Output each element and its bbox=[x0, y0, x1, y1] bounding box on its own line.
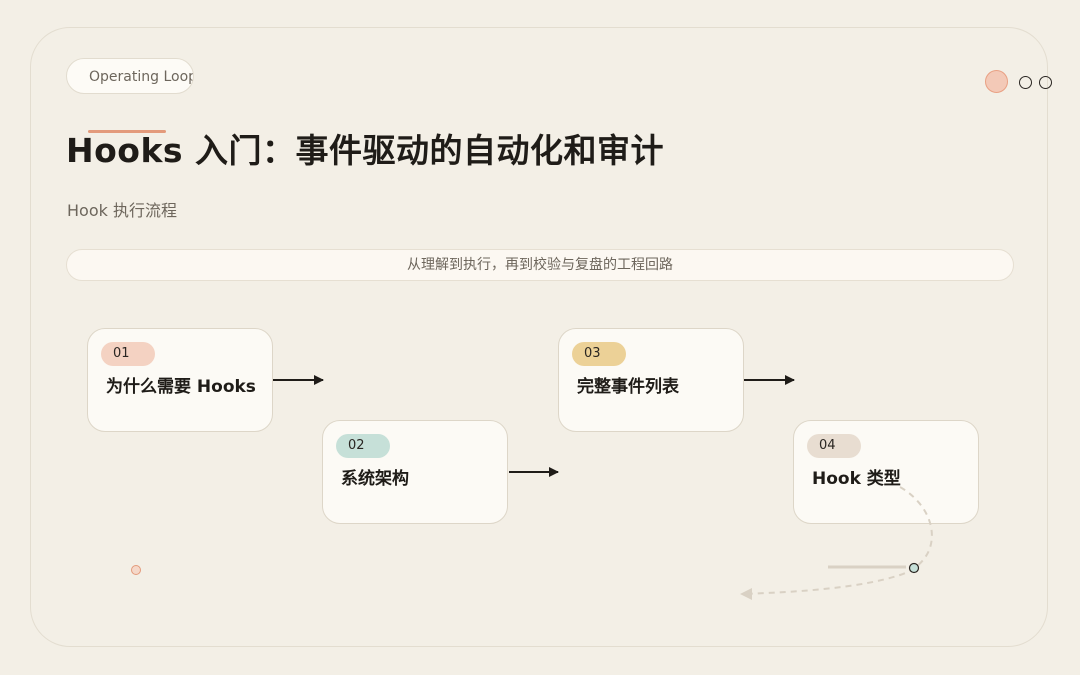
page-title: Hooks 入门：事件驱动的自动化和审计 bbox=[66, 131, 665, 170]
decorative-dot-large bbox=[985, 70, 1008, 93]
section-tag: Operating Loop bbox=[66, 58, 194, 94]
flow-banner: 从理解到执行，再到校验与复盘的工程回路 bbox=[66, 249, 1014, 281]
step-number-badge: 03 bbox=[572, 342, 626, 366]
decorative-ring-2 bbox=[1039, 76, 1052, 89]
step-label: 为什么需要 Hooks bbox=[106, 377, 256, 397]
step-label: Hook 类型 bbox=[812, 469, 901, 489]
step-card-4: 04 Hook 类型 bbox=[793, 420, 979, 524]
decorative-ring-1 bbox=[1019, 76, 1032, 89]
step-label: 完整事件列表 bbox=[577, 377, 679, 397]
step-number-badge: 02 bbox=[336, 434, 390, 458]
step-card-2: 02 系统架构 bbox=[322, 420, 508, 524]
step-label: 系统架构 bbox=[341, 469, 409, 489]
title-accent-line bbox=[88, 130, 166, 133]
step-number-badge: 04 bbox=[807, 434, 861, 458]
page-subtitle: Hook 执行流程 bbox=[67, 201, 177, 220]
step-card-3: 03 完整事件列表 bbox=[558, 328, 744, 432]
decorative-dot-small bbox=[131, 565, 141, 575]
step-card-1: 01 为什么需要 Hooks bbox=[87, 328, 273, 432]
step-number-badge: 01 bbox=[101, 342, 155, 366]
